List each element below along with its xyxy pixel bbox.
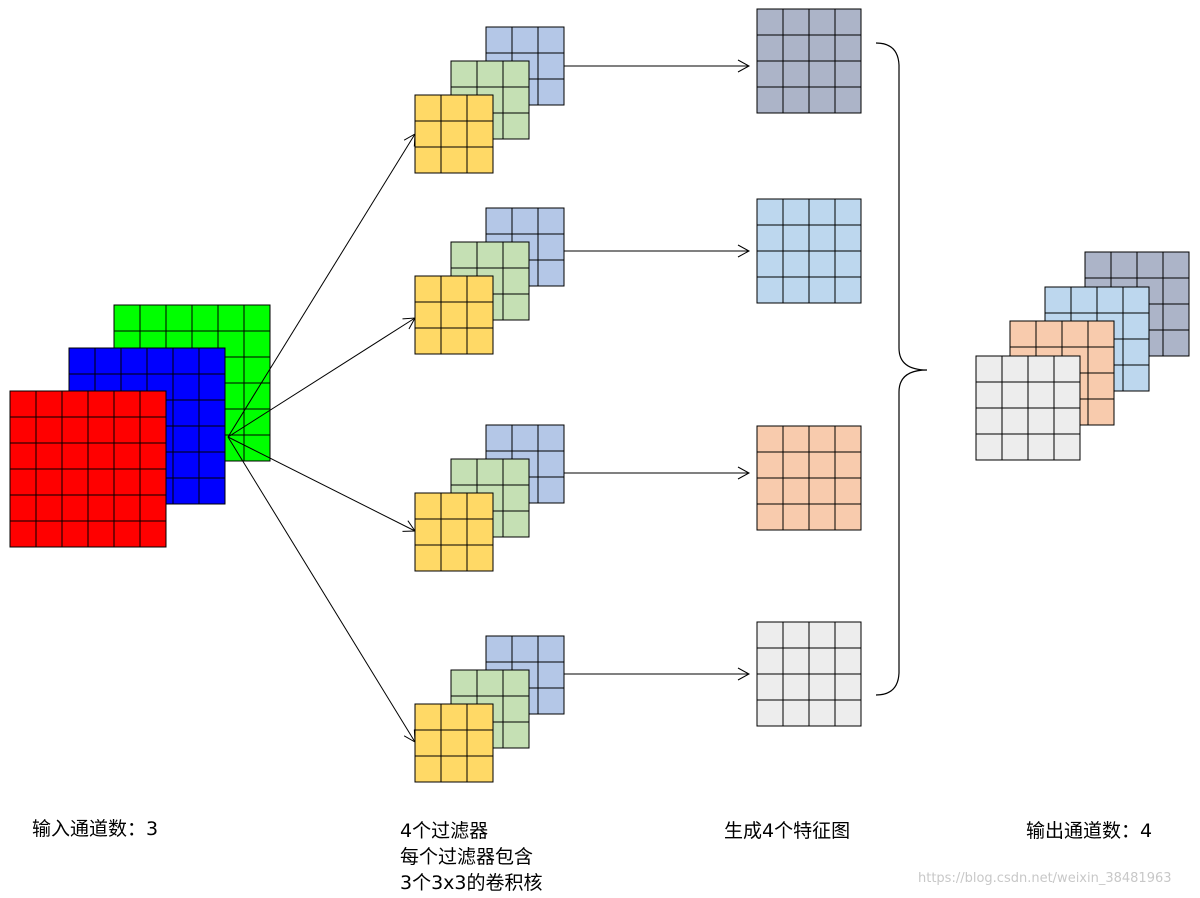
output-channels-label: 输出通道数：4	[1026, 820, 1153, 842]
feature-maps-group	[756, 8, 862, 727]
filters-group	[414, 26, 565, 783]
kernel-yellow	[414, 492, 494, 572]
input-to-filter-arrows	[227, 133, 416, 743]
arrow-to-filter-1	[227, 133, 416, 438]
kernel-yellow	[414, 275, 494, 355]
input-tensor	[9, 304, 271, 548]
input-channel-red	[9, 390, 167, 548]
filters-label-line3: 3个3x3的卷积核	[400, 872, 543, 894]
input-channels-label: 输入通道数：3	[32, 818, 159, 840]
watermark: https://blog.csdn.net/weixin_38481963	[918, 871, 1172, 886]
filter-3	[414, 424, 565, 572]
filter-2	[414, 207, 565, 355]
output-tensor	[975, 251, 1190, 461]
filter-1	[414, 26, 565, 174]
curly-brace	[875, 42, 928, 696]
feature-map-1	[756, 8, 862, 114]
feature-map-2	[756, 198, 862, 304]
arrow-to-filter-4	[227, 436, 416, 743]
filter-4	[414, 635, 565, 783]
output-channel-lightgray	[975, 355, 1081, 461]
filter-to-map-arrows	[564, 59, 751, 681]
kernel-yellow	[414, 703, 494, 783]
feature-map-4	[756, 621, 862, 727]
feature-map-3	[756, 425, 862, 531]
arrow-to-filter-3	[227, 436, 416, 532]
filters-label-line1: 4个过滤器	[400, 820, 489, 842]
kernel-yellow	[414, 94, 494, 174]
arrow-to-filter-2	[227, 317, 416, 438]
filters-label-line2: 每个过滤器包含	[400, 846, 534, 868]
feature-maps-label: 生成4个特征图	[724, 820, 851, 842]
